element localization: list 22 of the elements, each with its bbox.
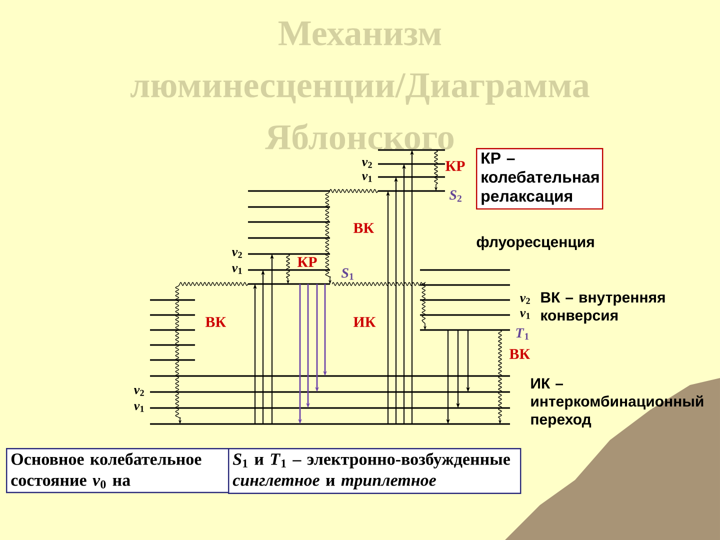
state-label: T$_{1}$ bbox=[516, 328, 529, 340]
level-label: ν$_{2}$ bbox=[232, 250, 242, 258]
level-label: ν$_{1}$ bbox=[134, 404, 144, 412]
level-label: ν$_{1}$ bbox=[362, 174, 372, 182]
process-label: ИК bbox=[353, 317, 376, 327]
process-label: ВК bbox=[205, 317, 226, 327]
note-box: Основное колебательное состояние ν$_{0}$ на bbox=[6, 448, 230, 494]
level-label: ν$_{1}$ bbox=[520, 311, 530, 319]
definition-text: флуоресценция bbox=[476, 236, 594, 250]
level-label: ν$_{2}$ bbox=[134, 388, 144, 396]
process-label: ВК bbox=[509, 349, 530, 359]
level-label: ν$_{2}$ bbox=[362, 160, 372, 168]
level-label: ν$_{1}$ bbox=[232, 266, 242, 274]
definition-box: КР – колебательная релаксация bbox=[476, 148, 604, 210]
process-label: КР bbox=[297, 257, 317, 267]
note-box: S$_{1}$ и T$_{1}$ – электронно-возбужденные синглетное и триплетное bbox=[228, 448, 522, 494]
state-label: S$_{1}$ bbox=[341, 268, 354, 280]
level-label: ν$_{2}$ bbox=[520, 296, 530, 304]
state-label: S$_{2}$ bbox=[449, 190, 462, 202]
definition-text: ВК – внутренняя конверсия bbox=[541, 292, 665, 324]
process-label: ВК bbox=[353, 223, 374, 233]
definition-text: ИК – интеркомбинационный переход bbox=[531, 378, 704, 428]
